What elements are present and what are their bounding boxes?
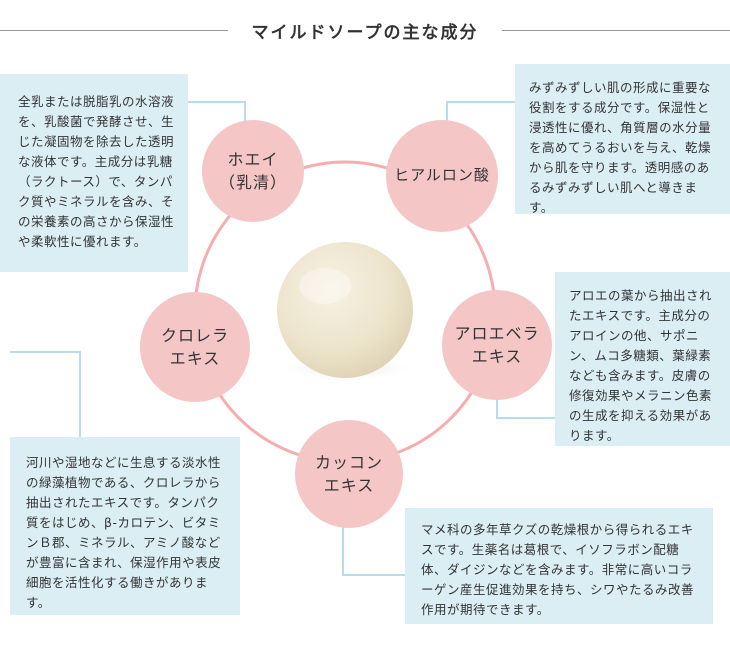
- node-hyaluronic: ヒアルロン酸: [386, 120, 498, 232]
- connector-aloe: [496, 398, 555, 419]
- node-aloe: アロエベラ エキス: [442, 290, 552, 400]
- node-kakkon-label: カッコン エキス: [314, 452, 383, 495]
- node-aloe-label: アロエベラ エキス: [454, 323, 540, 366]
- node-chlorella: クロレラ エキス: [140, 292, 250, 402]
- connector-chlorella: [10, 351, 81, 437]
- page-title: マイルドソープの主な成分: [251, 23, 479, 43]
- node-kakkon: カッコン エキス: [295, 420, 403, 528]
- node-whey: ホエイ （乳清）: [202, 120, 304, 222]
- title-rule-right: [502, 30, 730, 31]
- kakkon-description-text: マメ科の多年草クズの乾燥根から得られるエキスです。生薬名は葛根で、イソフラボン配…: [421, 522, 695, 617]
- whey-description: 全乳または脱脂乳の水溶液を、乳酸菌で発酵させ、生じた凝固物を除去した透明な液体で…: [0, 74, 188, 272]
- chlorella-description: 河川や湿地などに生息する淡水性の緑藻植物である、クロレラから抽出されたエキスです…: [10, 437, 240, 615]
- connector-whey: [188, 101, 246, 122]
- hyaluronic-description-text: みずみずしい肌の形成に重要な役割をする成分です。保湿性と浸透性に優れ、角質層の水…: [529, 80, 712, 215]
- connector-kakkon: [342, 525, 405, 576]
- node-chlorella-label: クロレラ エキス: [160, 325, 229, 368]
- whey-description-text: 全乳または脱脂乳の水溶液を、乳酸菌で発酵させ、生じた凝固物を除去した透明な液体で…: [18, 94, 175, 249]
- chlorella-description-text: 河川や湿地などに生息する淡水性の緑藻植物である、クロレラから抽出されたエキスです…: [26, 455, 222, 610]
- soap-image: [277, 242, 415, 382]
- aloe-description-text: アロエの葉から抽出されたエキスです。主成分のアロインの他、サポニン、ムコ多糖類、…: [569, 288, 713, 443]
- kakkon-description: マメ科の多年草クズの乾燥根から得られるエキスです。生薬名は葛根で、イソフラボン配…: [405, 508, 713, 624]
- node-whey-label: ホエイ （乳清）: [218, 149, 287, 192]
- title-rule-left: [0, 30, 228, 31]
- aloe-description: アロエの葉から抽出されたエキスです。主成分のアロインの他、サポニン、ムコ多糖類、…: [555, 272, 730, 446]
- node-hyaluronic-label: ヒアルロン酸: [394, 166, 490, 185]
- connector-hyaluronic: [446, 101, 515, 122]
- hyaluronic-description: みずみずしい肌の形成に重要な役割をする成分です。保湿性と浸透性に優れ、角質層の水…: [515, 64, 730, 215]
